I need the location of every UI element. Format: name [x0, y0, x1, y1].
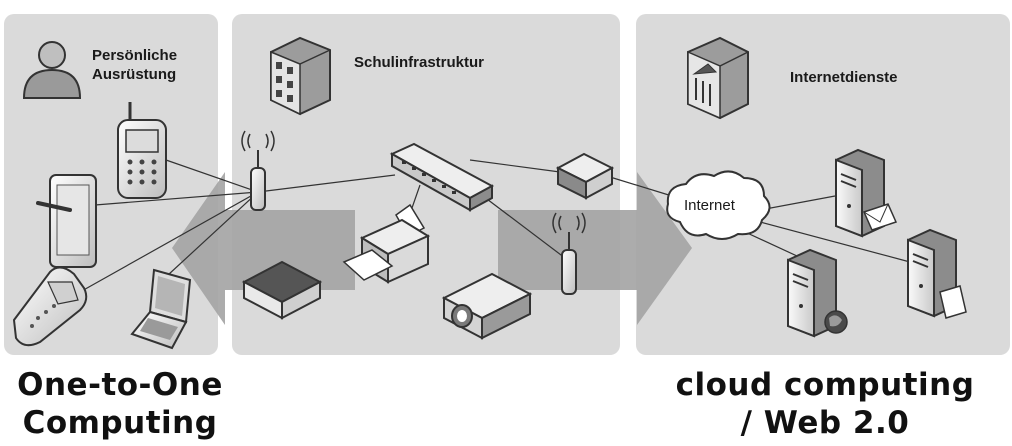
personal-panel-title: Persönliche Ausrüstung [92, 46, 177, 84]
connection-lines [79, 159, 911, 293]
projector-icon [441, 272, 533, 340]
network-switch-icon [389, 142, 495, 212]
tablet-icon [36, 174, 97, 268]
scanner-icon [241, 260, 323, 320]
server-icon [835, 148, 898, 238]
footer-left-line2: Computing [22, 405, 218, 441]
laptop-icon [130, 268, 192, 350]
cloud-icon [666, 170, 771, 240]
footer-right-line1: cloud computing [675, 367, 975, 403]
server-icon [787, 248, 848, 338]
building-icon [270, 36, 331, 116]
wifi-access-point-icon [552, 212, 586, 295]
server-icon [907, 228, 967, 319]
footer-right-caption: cloud computing / Web 2.0 [640, 366, 1010, 442]
personal-title-line2: Ausrüstung [92, 66, 177, 83]
school-panel-title: Schulinfrastruktur [354, 54, 485, 71]
wifi-access-point-icon [241, 130, 275, 211]
footer-right-line2: / Web 2.0 [740, 405, 910, 441]
mobile-phone-icon [117, 102, 167, 199]
footer-left-line1: One-to-One [17, 367, 223, 403]
cloud-label: Internet [684, 197, 735, 214]
router-icon [555, 152, 615, 200]
person-icon [22, 41, 82, 99]
handheld-icon [12, 266, 88, 347]
footer-left-caption: One-to-One Computing [0, 366, 240, 442]
arrow-right [498, 172, 692, 325]
printer-icon [342, 203, 431, 284]
personal-title-line1: Persönliche [92, 47, 178, 64]
internet-panel-title: Internetdienste [790, 69, 898, 86]
datacenter-icon [687, 36, 749, 120]
